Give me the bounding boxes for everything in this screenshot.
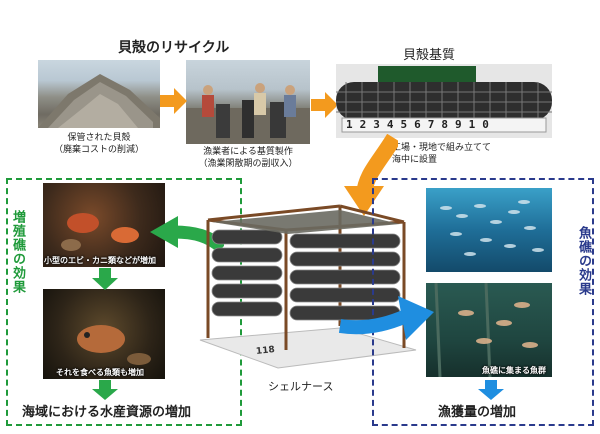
photo1-caption-line1: 保管された貝殻 [67,133,131,143]
fish-photo-left [43,289,165,379]
substrate-photo: 12345678910 [336,64,552,138]
green-arrow-down-2 [92,380,118,400]
left-panel-title: 増殖礁の効果 [10,210,25,294]
blue-arrow-down [478,380,504,400]
photo2-caption-line2: （漁業閑散期の副収入） [198,159,298,169]
install-caption-line2: 海中に設置 [392,155,438,165]
photo1-caption-line2: （廃棄コストの削減） [53,145,144,155]
right-panel [372,178,594,426]
arrow-right-1 [160,88,187,114]
install-arrow [344,134,398,216]
install-caption: 工場・現地で組み立てて 海中に設置 [392,142,522,166]
shell-pile-photo [38,60,160,128]
ruler-digits: 12345678910 [346,118,496,131]
arrow-right-2 [311,92,338,118]
photo1-caption: 保管された貝殻 （廃棄コストの削減） [34,132,164,156]
fish-at-reef-photo [426,283,552,377]
right-panel-title: 魚礁の効果 [576,226,591,296]
install-caption-line1: 工場・現地で組み立てて [392,143,492,153]
photo-label-shrimp: 小型のエビ・カニ類などが増加 [44,256,156,265]
photo2-caption-line1: 漁業者による基質製作 [203,147,293,157]
photo-label-fish-school: 魚礁に集まる魚群 [482,366,546,375]
photo-label-fish: それを食べる魚類も増加 [56,368,144,377]
shrimp-crab-photo [43,183,165,267]
fishermen-photo [186,60,310,144]
recycle-title: 貝殻のリサイクル [118,40,230,56]
right-result: 漁獲量の増加 [438,405,517,420]
blue-arrow-right [338,296,434,340]
substrate-title: 貝殻基質 [403,48,456,63]
fish-school-photo [426,188,552,272]
green-arrow-left [150,216,224,253]
photo2-caption: 漁業者による基質製作 （漁業閑散期の副収入） [183,146,313,170]
base-number: 118 [255,345,276,357]
green-arrow-down-1 [92,268,118,290]
left-result: 海域における水産資源の増加 [22,405,192,420]
center-label: シェルナース [268,380,334,393]
